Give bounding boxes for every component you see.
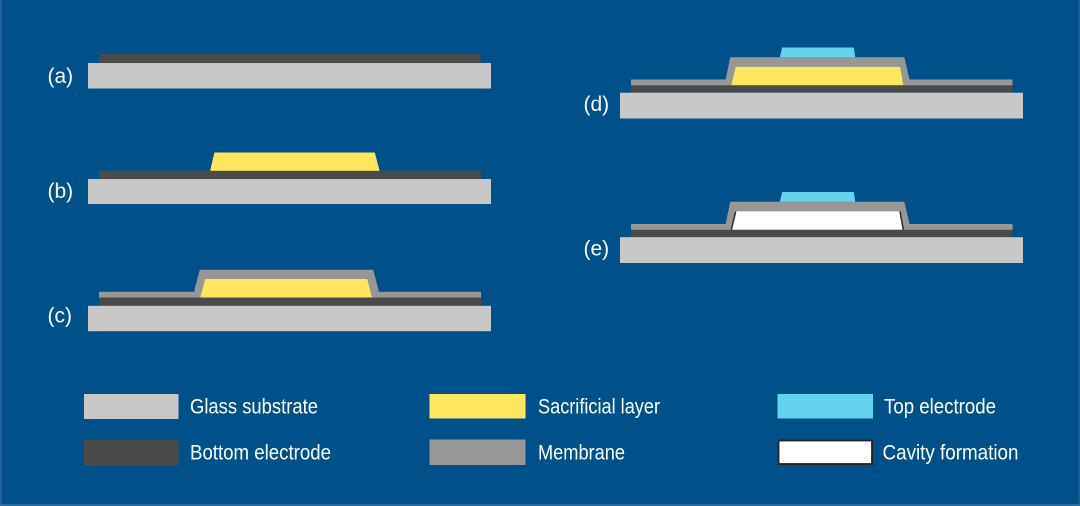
svg-text:Glass substrate: Glass substrate	[190, 396, 318, 419]
svg-text:(a): (a)	[48, 65, 74, 88]
svg-text:(d): (d)	[584, 93, 610, 116]
svg-text:(c): (c)	[48, 305, 73, 328]
svg-text:Bottom electrode: Bottom electrode	[190, 442, 331, 465]
svg-text:Membrane: Membrane	[538, 442, 625, 465]
svg-text:Sacrificial layer: Sacrificial layer	[538, 396, 660, 419]
svg-text:Cavity formation: Cavity formation	[883, 442, 1019, 465]
svg-text:Top electrode: Top electrode	[884, 396, 996, 419]
svg-text:(b): (b)	[48, 180, 74, 203]
svg-text:(e): (e)	[584, 238, 610, 261]
